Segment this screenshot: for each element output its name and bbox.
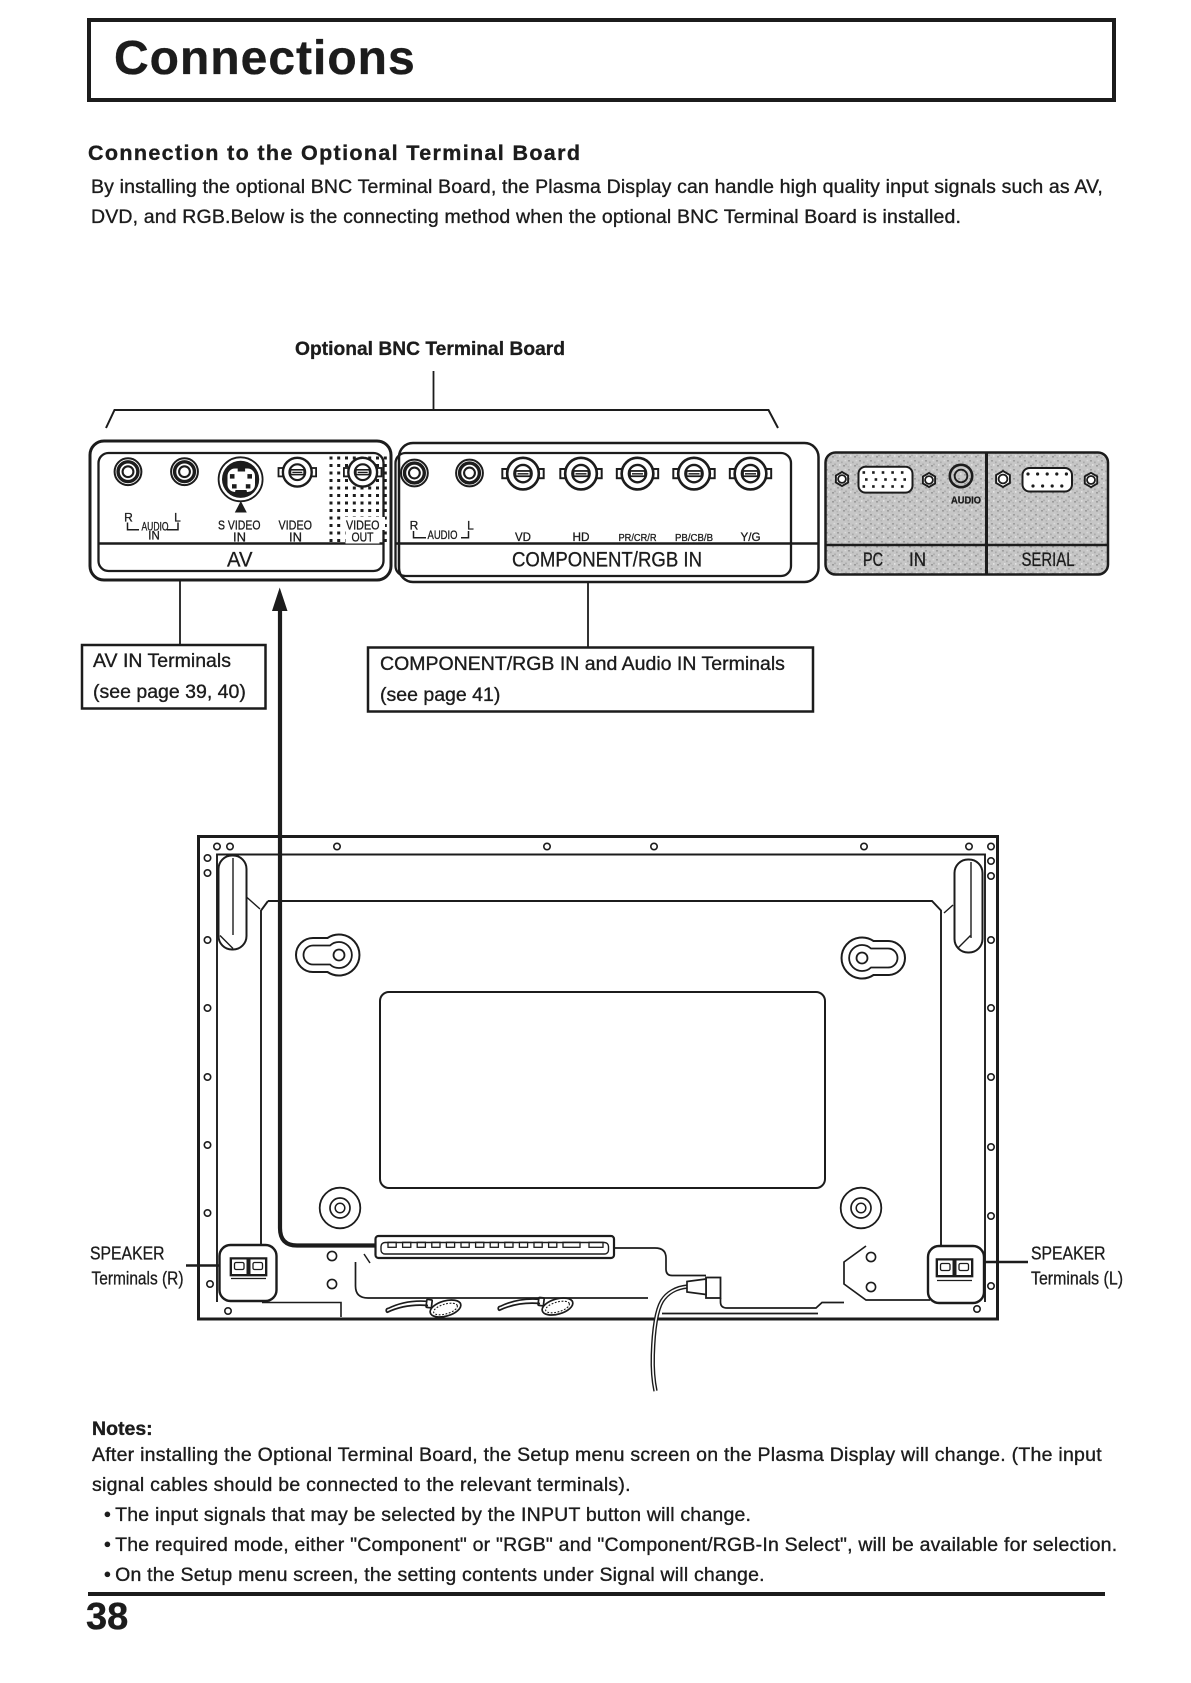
svg-text:AUDIO: AUDIO [428, 530, 458, 542]
svg-text:Terminals (L): Terminals (L) [1031, 1269, 1123, 1289]
svg-text:COMPONENT/RGB IN: COMPONENT/RGB IN [512, 549, 702, 572]
svg-text:SPEAKER: SPEAKER [1031, 1244, 1106, 1264]
svg-text:OUT: OUT [352, 530, 374, 545]
svg-text:S VIDEO: S VIDEO [218, 518, 261, 533]
svg-text:SERIAL: SERIAL [1022, 550, 1075, 571]
svg-text:IN: IN [233, 530, 246, 545]
svg-text:R: R [124, 511, 133, 525]
svg-text:AV: AV [227, 548, 253, 572]
svg-text:PB/CB/B: PB/CB/B [675, 532, 713, 544]
svg-text:VIDEO: VIDEO [279, 518, 313, 533]
svg-text:AUDIO: AUDIO [951, 495, 981, 507]
svg-text:Y/G: Y/G [741, 530, 761, 544]
svg-text:Terminals (R): Terminals (R) [92, 1269, 184, 1289]
svg-text:VD: VD [515, 530, 531, 544]
svg-text:Optional BNC Terminal Board: Optional BNC Terminal Board [295, 338, 565, 360]
svg-text:HD: HD [573, 530, 590, 544]
svg-text:AUDIO: AUDIO [142, 522, 169, 534]
svg-text:PR/CR/R: PR/CR/R [619, 532, 657, 544]
svg-text:SPEAKER: SPEAKER [90, 1244, 165, 1264]
svg-text:L: L [174, 511, 181, 525]
svg-text:VIDEO: VIDEO [346, 518, 380, 533]
svg-text:R: R [410, 519, 419, 533]
svg-text:PC: PC [863, 550, 883, 571]
svg-text:IN: IN [909, 550, 926, 571]
svg-text:IN: IN [289, 530, 302, 545]
svg-text:L: L [467, 519, 474, 533]
svg-text:IN: IN [148, 531, 160, 543]
